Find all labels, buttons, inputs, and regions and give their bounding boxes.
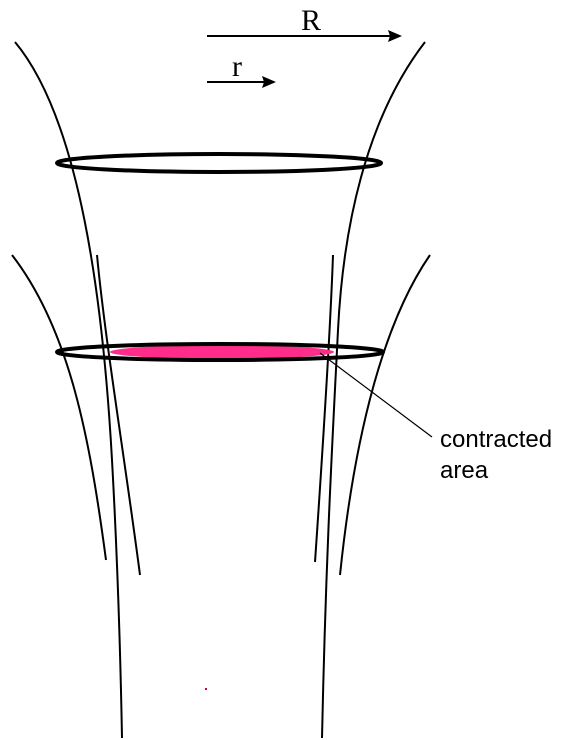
annotation-leader-line [320, 353, 432, 437]
R-label: R [301, 4, 321, 37]
inner-tube-right-wall [315, 255, 333, 562]
lower-flare-right-wall [340, 255, 430, 575]
outer-tube-left-wall [15, 42, 122, 738]
upper-cross-section-ring [57, 154, 381, 172]
outer-tube-right-wall [322, 42, 425, 738]
stray-dot [205, 688, 207, 690]
annotation-label-line1: contracted [440, 426, 552, 453]
annotation-label-line2: area [440, 457, 489, 484]
lower-flare-left-wall [12, 255, 106, 560]
contracted-area-fill [110, 345, 334, 359]
r-label: r [232, 50, 242, 83]
inner-tube-left-wall [97, 255, 140, 575]
